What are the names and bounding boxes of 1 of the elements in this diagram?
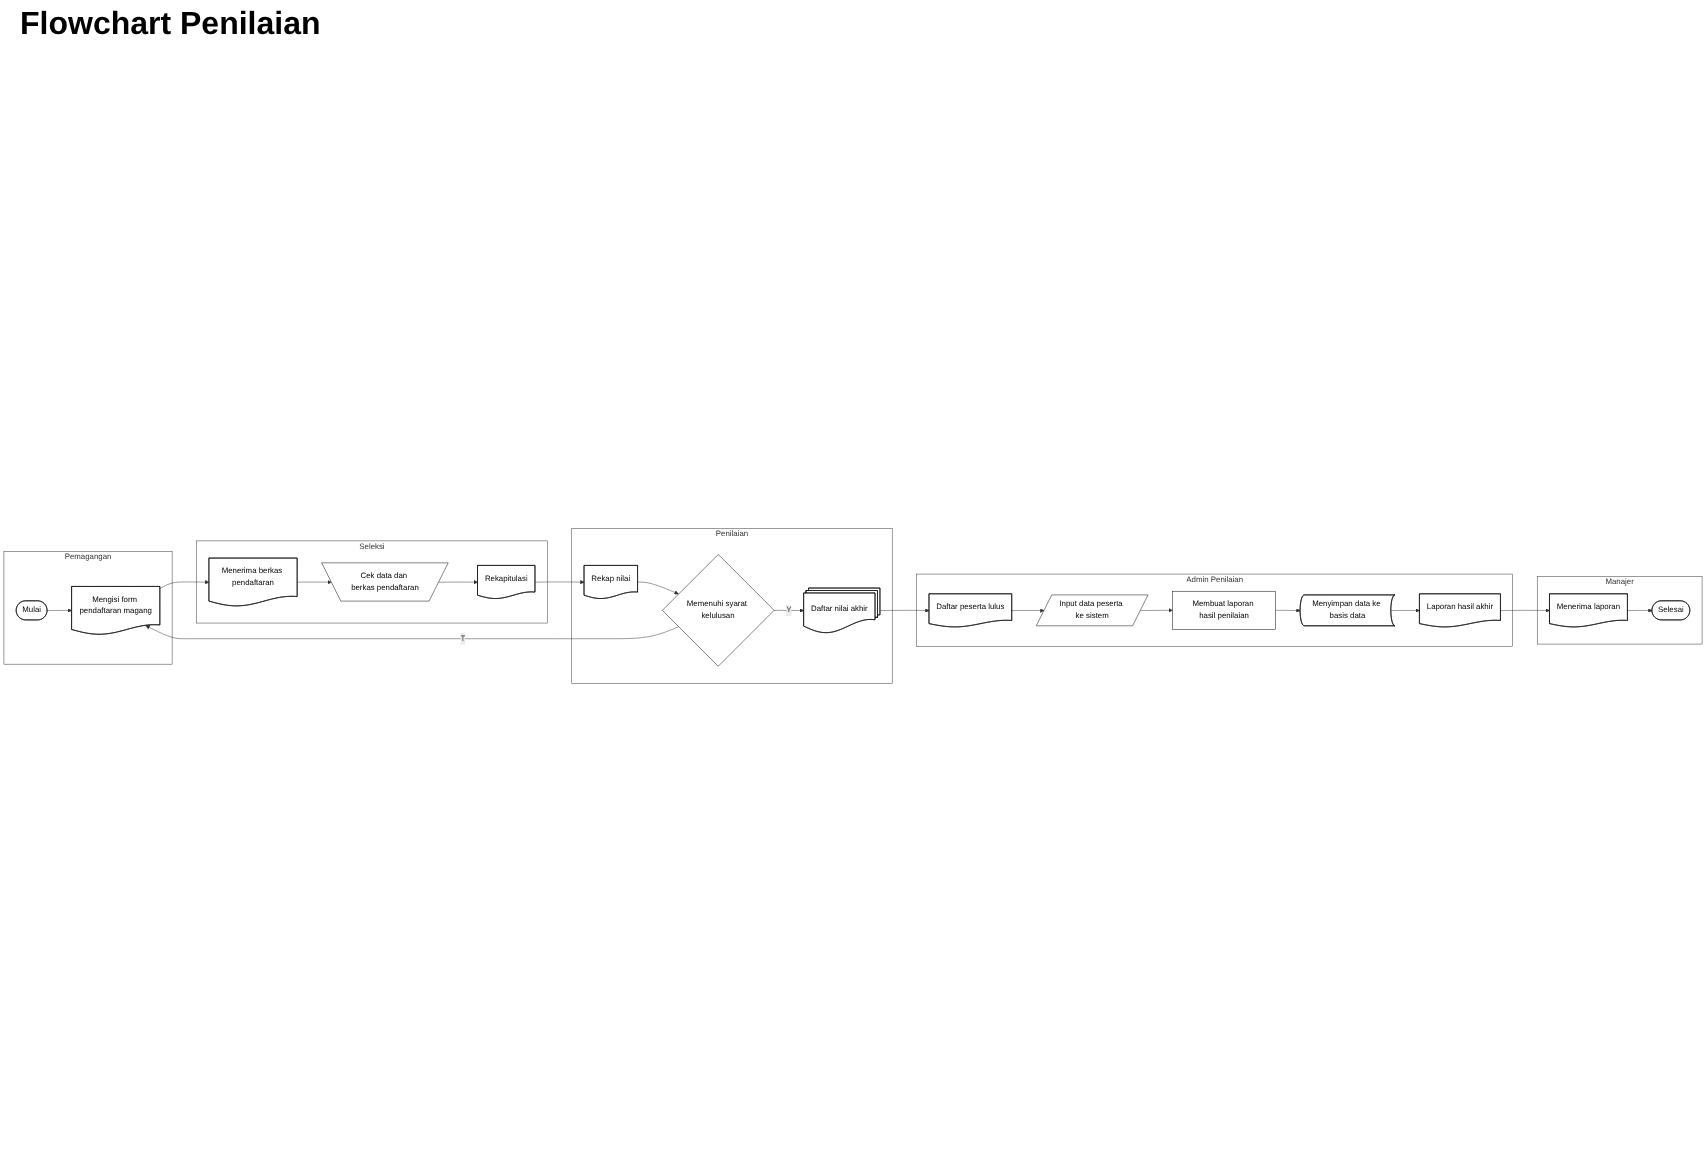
- diagram-title: Flowchart Penilaian: [18, 6, 323, 46]
